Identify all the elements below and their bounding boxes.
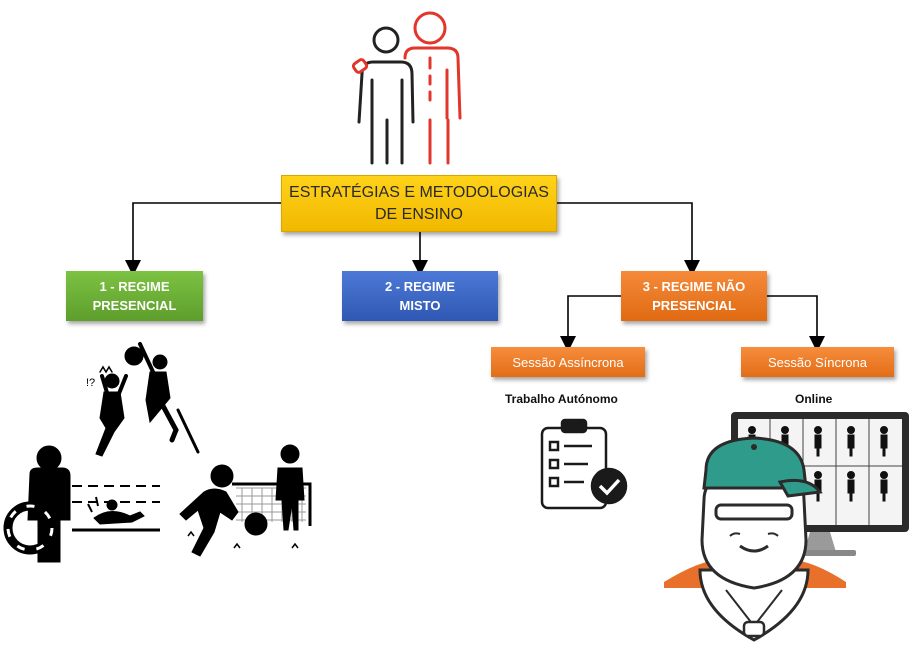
sessao-sincrona-node: Sessão Síncrona (741, 347, 894, 377)
regime-1-line2: PRESENCIAL (92, 298, 177, 313)
lifeguard-swimmer-icon (3, 445, 160, 563)
regime-nao-presencial-node: 3 - REGIME NÃO PRESENCIAL (621, 271, 767, 321)
clipboard-checklist-icon (540, 418, 628, 510)
regime-presencial-node: 1 - REGIME PRESENCIAL (66, 271, 203, 321)
trabalho-autonomo-caption: Trabalho Autónomo (505, 392, 618, 406)
regime-1-line1: 1 - REGIME (99, 279, 170, 294)
sessao-assincrona-node: Sessão Assíncrona (491, 347, 645, 377)
root-line1: ESTRATÉGIAS E METODOLOGIAS (289, 183, 549, 201)
regime-3-line2: PRESENCIAL (652, 298, 736, 313)
connector-lines (125, 202, 825, 352)
sessao-assincrona-label: Sessão Assíncrona (512, 354, 624, 370)
football-goalkeeper-icon (179, 444, 312, 557)
coach-online-class-icon (664, 412, 909, 642)
teacher-student-icon (351, 11, 462, 165)
regime-2-line2: MISTO (399, 298, 441, 313)
basketball-players-icon: !? (86, 342, 200, 457)
regime-3-line1: 3 - REGIME NÃO (642, 279, 746, 294)
regime-misto-node: 2 - REGIME MISTO (342, 271, 498, 321)
root-line2: DE ENSINO (374, 205, 463, 223)
online-caption: Online (795, 392, 833, 406)
svg-text:!?: !? (86, 377, 95, 389)
root-node: ESTRATÉGIAS E METODOLOGIAS DE ENSINO (281, 175, 557, 232)
sessao-sincrona-label: Sessão Síncrona (767, 354, 867, 370)
regime-2-line1: 2 - REGIME (384, 279, 456, 294)
